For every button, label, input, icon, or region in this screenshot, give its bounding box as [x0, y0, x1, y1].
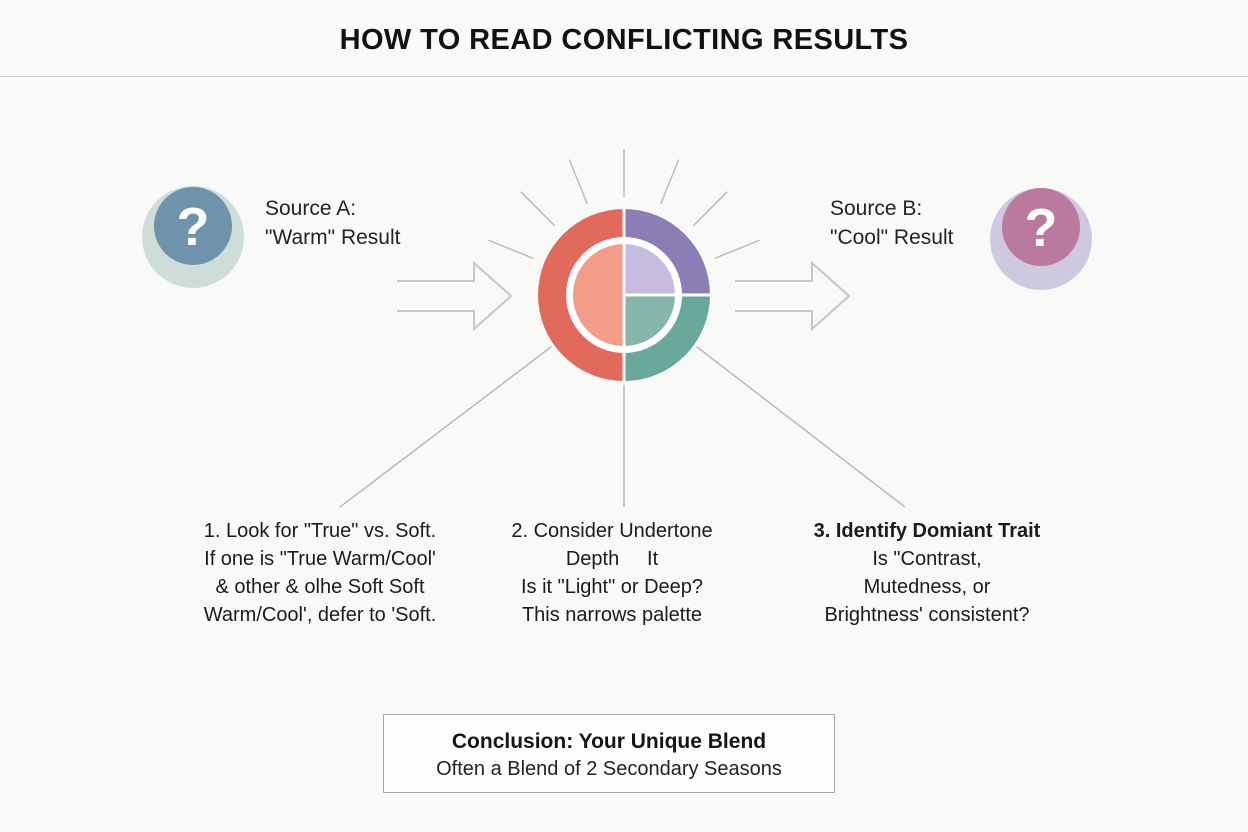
step-1-line4: Warm/Cool', defer to 'Soft.: [203, 604, 437, 626]
step-3-line3: Mutedness, or: [863, 576, 991, 598]
page-title: HOW TO READ CONFLICTING RESULTS: [339, 24, 909, 56]
arrow-left-icon: [397, 260, 513, 332]
step-3-line4: Brightness' consistent?: [824, 604, 1030, 626]
title-divider: [0, 76, 1248, 77]
question-mark-icon: ?: [1025, 198, 1058, 258]
step-1-text: 1. Look for "True" vs. Soft. If one is "…: [160, 517, 480, 629]
step-3-line2: Is "Contrast,: [872, 548, 982, 570]
source-a-badge-inner-circle: [154, 187, 232, 265]
conclusion-subtitle: Often a Blend of 2 Secondary Seasons: [436, 758, 782, 780]
source-b-label-line1: Source B:: [830, 197, 923, 220]
step-2-text: 2. Consider Undertone Depth It Is it "Li…: [472, 517, 752, 629]
wheel-inner-left-half: [573, 244, 624, 346]
source-a-label: Source A: "Warm" Result: [265, 194, 400, 252]
wheel-inner-bottom-right: [624, 295, 675, 346]
step-2-line2: Depth It: [565, 548, 659, 570]
step-2-line3: Is it "Light" or Deep?: [520, 576, 704, 598]
step-3-line1: 3. Identify Domiant Trait: [813, 520, 1041, 542]
starburst-rays: [488, 149, 760, 259]
step-1-line1: 1. Look for "True" vs. Soft.: [203, 520, 437, 542]
step-1-line3: & other & olhe Soft Soft: [215, 576, 425, 598]
step-3-text: 3. Identify Domiant Trait Is "Contrast, …: [782, 517, 1072, 629]
source-a-badge: ?: [142, 186, 244, 288]
wheel-inner-top-right: [624, 244, 675, 295]
source-a-label-line2: "Warm" Result: [265, 226, 401, 249]
step-1-line2: If one is "True Warm/Cool': [204, 548, 436, 570]
color-wheel: [538, 209, 710, 381]
source-b-label-line2: "Cool" Result: [830, 226, 954, 249]
step-2-line1: 2. Consider Undertone: [511, 520, 713, 542]
source-b-badge-inner-circle: [1002, 188, 1080, 266]
conclusion-title: Conclusion: Your Unique Blend: [451, 730, 767, 753]
question-mark-icon: ?: [177, 197, 210, 257]
flow-arrows: [397, 260, 851, 332]
source-a-label-line1: Source A:: [265, 197, 357, 220]
source-b-label: Source B: "Cool" Result: [830, 194, 953, 252]
connector-lines: [339, 346, 906, 508]
step-2-line4: This narrows palette: [521, 604, 703, 626]
source-b-badge: ?: [990, 188, 1092, 290]
conclusion-box: Conclusion: Your Unique Blend Often a Bl…: [383, 714, 835, 793]
arrow-right-icon: [735, 260, 851, 332]
